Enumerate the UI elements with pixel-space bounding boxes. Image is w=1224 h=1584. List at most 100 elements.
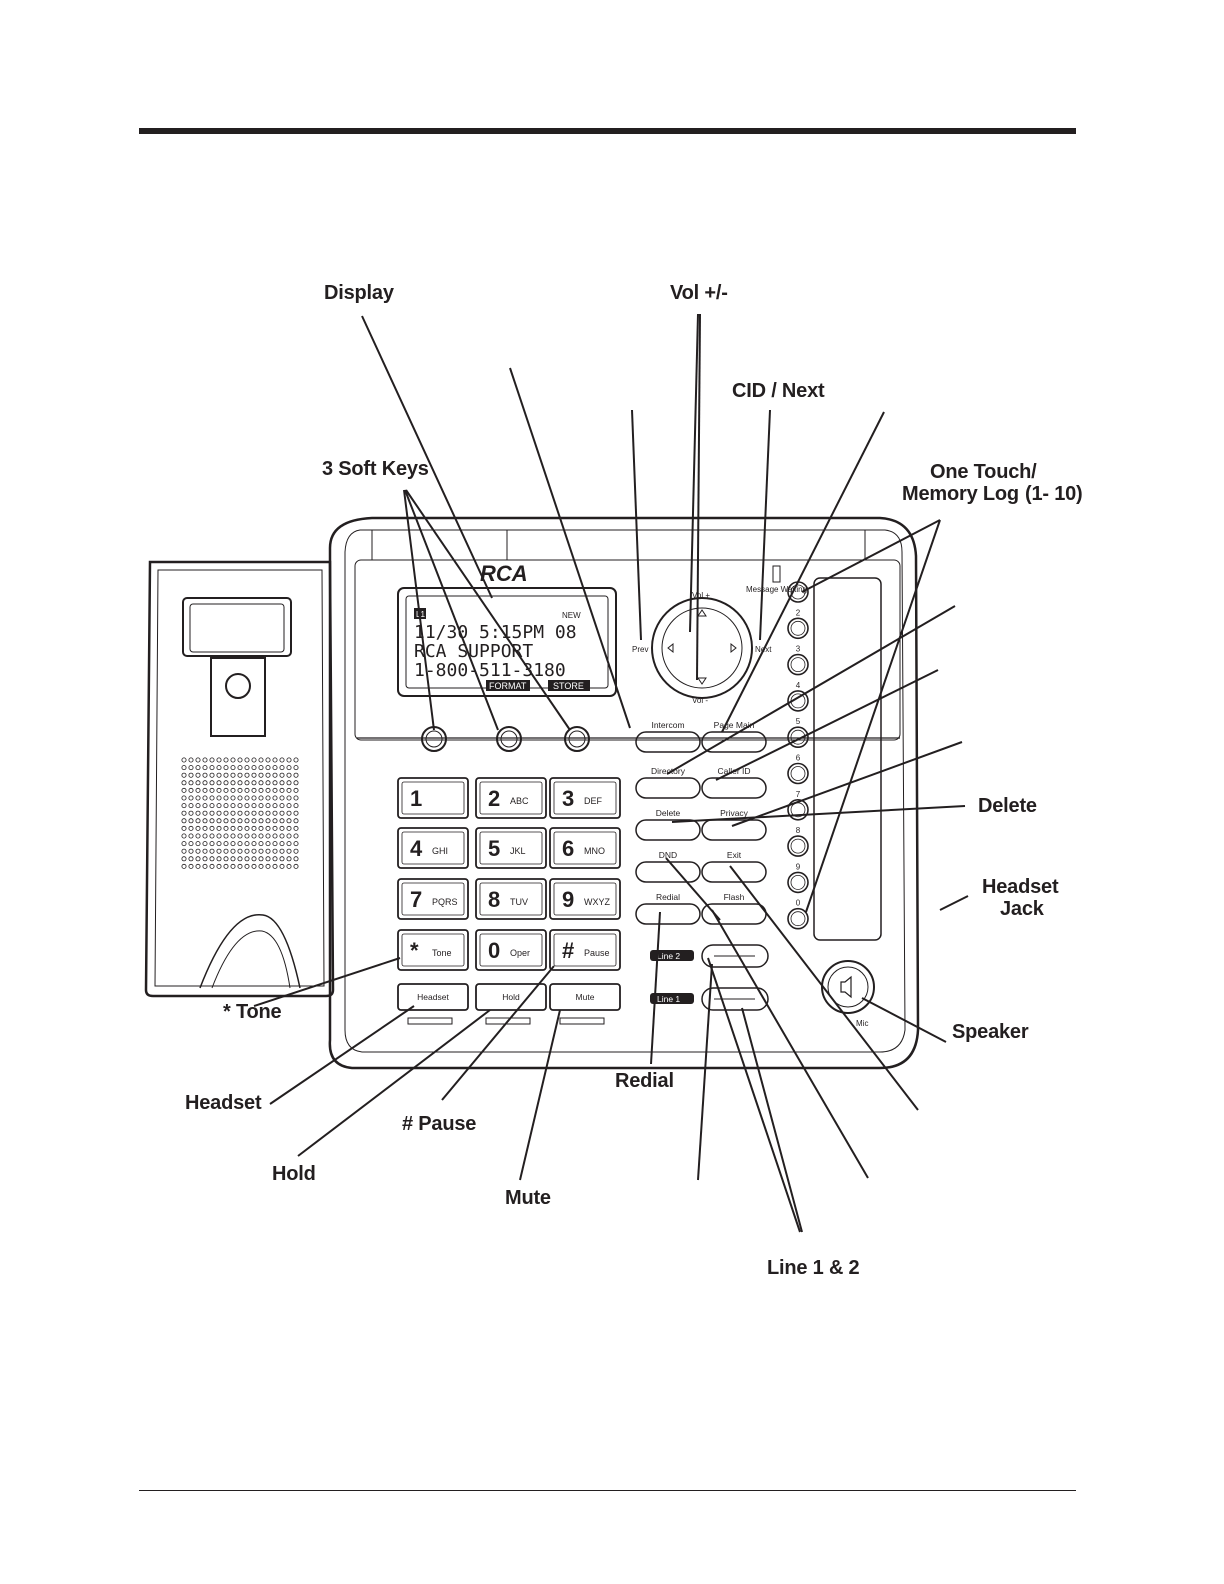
fn-button-exit[interactable]: Exit	[701, 850, 767, 883]
grille-hole	[202, 780, 208, 786]
memory-button-4[interactable]: 4	[787, 681, 809, 712]
grille-hole	[251, 757, 257, 763]
memory-button-6[interactable]: 6	[787, 754, 809, 785]
grille-hole	[209, 810, 215, 816]
grille-hole	[188, 863, 194, 869]
memory-button-10[interactable]: 0	[787, 899, 809, 930]
grille-hole	[286, 841, 292, 847]
soft-key-2[interactable]	[496, 726, 522, 752]
grille-hole	[223, 833, 229, 839]
grille-hole	[258, 803, 264, 809]
grille-hole	[258, 765, 264, 771]
grille-hole	[286, 803, 292, 809]
key-letters: Oper	[510, 948, 530, 958]
memory-button-8[interactable]: 8	[787, 826, 809, 857]
grille-hole	[209, 863, 215, 869]
grille-hole	[195, 810, 201, 816]
grille-hole	[272, 848, 278, 854]
handset-speaker-grille	[181, 757, 299, 869]
callout-headset-jack: Headset	[982, 876, 1059, 898]
grille-hole	[216, 848, 222, 854]
grille-hole	[251, 841, 257, 847]
fn-button-delete[interactable]: Delete	[635, 808, 701, 841]
grille-hole	[188, 856, 194, 862]
fn-button-label: Intercom	[651, 720, 684, 730]
fn-button-directory[interactable]: Directory	[635, 766, 701, 799]
key-10[interactable]: *Tone	[397, 929, 469, 971]
callout-soft-keys: 3 Soft Keys	[322, 458, 429, 480]
grille-hole	[265, 757, 271, 763]
grille-hole	[258, 787, 264, 793]
fn-button-dnd[interactable]: DND	[635, 850, 701, 883]
lcd-row1: 11/30 5:15PM 08	[414, 622, 577, 643]
speaker-button[interactable]	[821, 960, 875, 1014]
grille-hole	[237, 863, 243, 869]
fn-button-page-main[interactable]: Page Main	[701, 720, 767, 753]
grille-hole	[279, 825, 285, 831]
grille-hole	[258, 795, 264, 801]
soft-key-3[interactable]	[564, 726, 590, 752]
nav-vol-minus: Vol -	[692, 696, 708, 705]
fn-button-label: Redial	[656, 892, 680, 902]
mic-label: Mic	[856, 1019, 868, 1028]
bottom-key-hold[interactable]: Hold	[475, 983, 547, 1025]
bottom-key-headset[interactable]: Headset	[397, 983, 469, 1025]
grille-hole	[202, 765, 208, 771]
fn-button-label: DND	[659, 850, 677, 860]
key-number: 8	[488, 887, 500, 912]
grille-hole	[272, 825, 278, 831]
nav-ring[interactable]	[651, 597, 753, 699]
grille-hole	[286, 772, 292, 778]
memory-button-2[interactable]: 2	[787, 608, 809, 640]
bottom-key-label: Mute	[576, 992, 595, 1002]
grille-hole	[265, 841, 271, 847]
grille-hole	[230, 772, 236, 778]
memory-button-5[interactable]: 5	[787, 717, 809, 749]
grille-hole	[216, 833, 222, 839]
fn-button-privacy[interactable]: Privacy	[701, 808, 767, 841]
memory-button-3[interactable]: 3	[787, 645, 809, 676]
grille-hole	[202, 810, 208, 816]
grille-hole	[279, 841, 285, 847]
grille-hole	[188, 787, 194, 793]
grille-hole	[237, 765, 243, 771]
grille-hole	[216, 856, 222, 862]
grille-hole	[258, 856, 264, 862]
key-1[interactable]: 1	[397, 777, 469, 819]
grille-hole	[195, 848, 201, 854]
grille-hole	[251, 825, 257, 831]
grille-hole	[237, 833, 243, 839]
grille-hole	[293, 772, 299, 778]
fn-button-flash[interactable]: Flash	[701, 892, 767, 925]
fn-button-label: Directory	[651, 766, 686, 776]
grille-hole	[272, 803, 278, 809]
fn-button-redial[interactable]: Redial	[635, 892, 701, 925]
grille-hole	[244, 863, 250, 869]
grille-hole	[202, 818, 208, 824]
grille-hole	[272, 818, 278, 824]
grille-hole	[237, 818, 243, 824]
memory-button-9[interactable]: 9	[787, 862, 809, 894]
grille-hole	[293, 795, 299, 801]
key-12[interactable]: #Pause	[549, 929, 621, 971]
line-2-tag: Line 2	[657, 951, 680, 961]
grille-hole	[286, 810, 292, 816]
grille-hole	[223, 787, 229, 793]
bottom-key-mute[interactable]: Mute	[549, 983, 621, 1025]
grille-hole	[188, 772, 194, 778]
grille-hole	[195, 818, 201, 824]
fn-button-intercom[interactable]: Intercom	[635, 720, 701, 753]
